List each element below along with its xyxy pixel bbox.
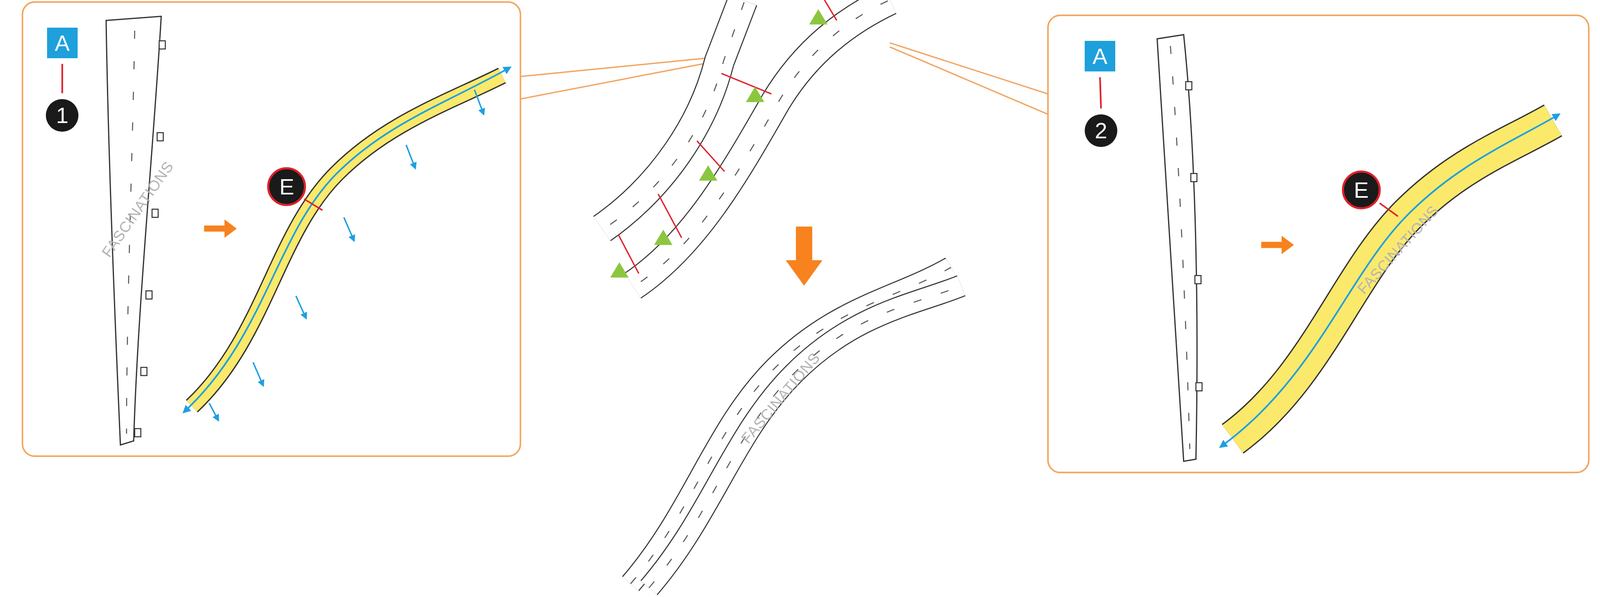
bent-part [1220, 114, 1560, 448]
node-text: 1 [56, 104, 69, 127]
step-letter: A [47, 27, 78, 59]
node-text: E [1353, 178, 1369, 202]
part-pair [602, 0, 890, 286]
callout-letter: E [267, 167, 306, 207]
step-arrow [203, 219, 237, 238]
step-panel [22, 2, 521, 457]
node-text: A [54, 31, 70, 55]
step-arrow [785, 226, 823, 286]
step-letter: A [1084, 40, 1116, 72]
step-panel [1047, 15, 1589, 473]
node-text: 2 [1095, 119, 1108, 142]
callout-letter: E [1341, 170, 1381, 210]
leader-line [303, 199, 1398, 217]
step-link [1099, 77, 1101, 109]
step-link [61, 64, 64, 94]
assembled-part [630, 267, 962, 588]
step-number: 2 [1084, 114, 1118, 147]
flat-part [1156, 34, 1202, 462]
step-arrow [1261, 235, 1295, 254]
bent-part [183, 67, 511, 421]
node-text: E [279, 175, 294, 198]
step-number: 1 [45, 99, 79, 132]
node-text: A [1092, 45, 1108, 68]
